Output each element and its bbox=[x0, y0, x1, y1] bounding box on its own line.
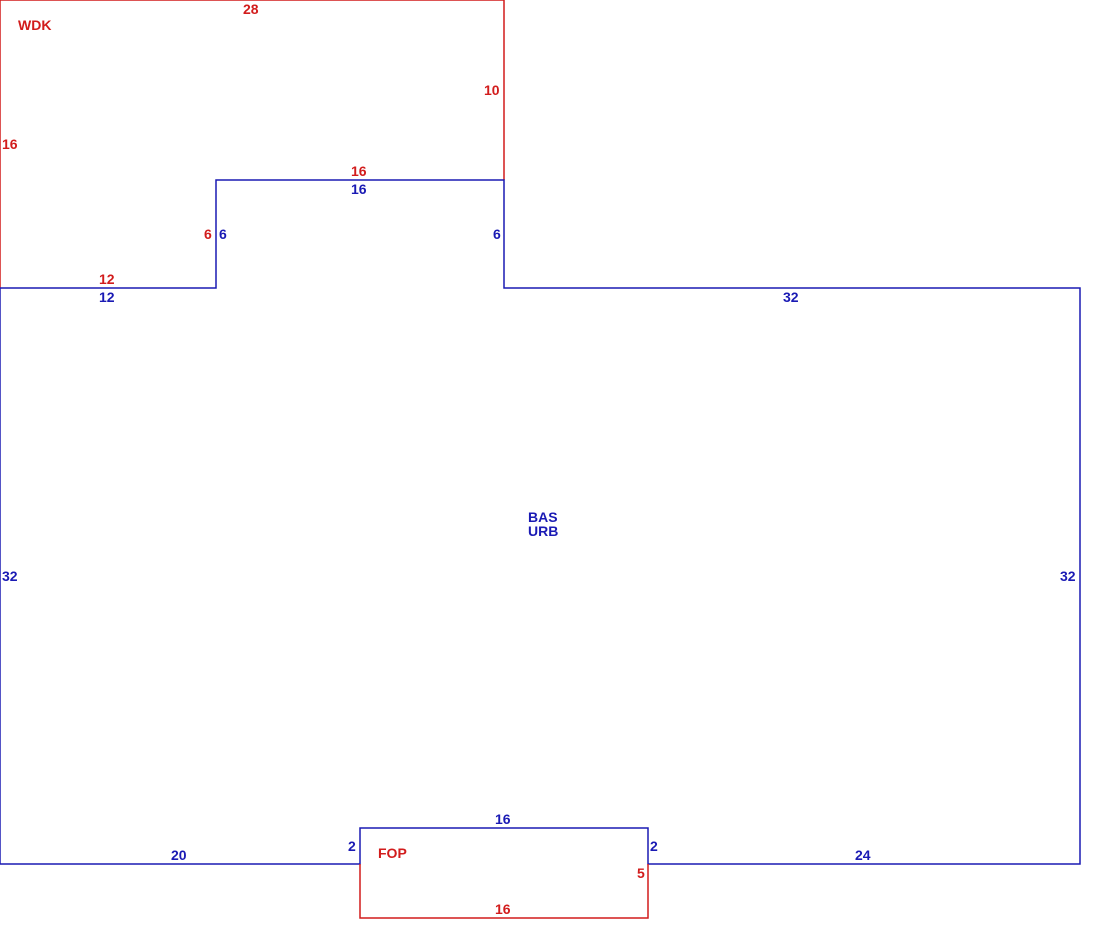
bas-notch-left-dimension: 2 bbox=[348, 838, 356, 854]
wdk-step-top-dimension: 16 bbox=[351, 163, 367, 179]
bas-notch-top-dimension: 16 bbox=[495, 811, 511, 827]
wdk-top-dimension: 28 bbox=[243, 1, 259, 17]
bas-left-dimension: 32 bbox=[2, 568, 18, 584]
wdk-bottom-dimension: 12 bbox=[99, 271, 115, 287]
wdk-outline bbox=[0, 0, 505, 288]
bas-bottom-right-dimension: 24 bbox=[855, 847, 871, 863]
bas-step-top-dimension: 16 bbox=[351, 181, 367, 197]
bas-area-code: BAS bbox=[528, 509, 558, 525]
bas-step-right-dimension: 6 bbox=[493, 226, 501, 242]
bas-bottom-left-dimension: 20 bbox=[171, 847, 187, 863]
fop-right-dimension: 5 bbox=[637, 865, 645, 881]
wdk-step-left-dimension: 6 bbox=[204, 226, 212, 242]
wdk-right-dimension: 10 bbox=[484, 82, 500, 98]
bas-top-right-dimension: 32 bbox=[783, 289, 799, 305]
fop-bottom-dimension: 16 bbox=[495, 901, 511, 917]
bas-area-subcode: URB bbox=[528, 523, 558, 539]
bas-right-dimension: 32 bbox=[1060, 568, 1076, 584]
fop-outline bbox=[359, 864, 649, 919]
bas-step-left-dimension: 6 bbox=[219, 226, 227, 242]
bas-notch-right-dimension: 2 bbox=[650, 838, 658, 854]
fop-area-code: FOP bbox=[378, 845, 407, 861]
wdk-area-code: WDK bbox=[18, 17, 51, 33]
wdk-left-dimension: 16 bbox=[2, 136, 18, 152]
bas-top-left-dimension: 12 bbox=[99, 289, 115, 305]
